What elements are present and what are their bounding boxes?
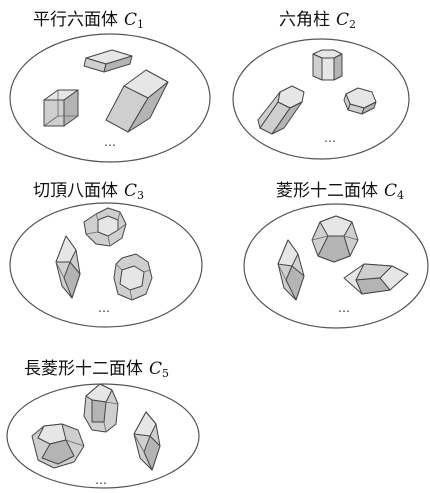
group-1-ellipsis: …: [104, 135, 116, 149]
group-elongated-rhombic-dodecahedron: 長菱形十二面体 C5 …: [6, 359, 200, 489]
group-5-title: 長菱形十二面体 C5: [24, 359, 169, 380]
group-3-name: 切頂八面体: [33, 181, 118, 201]
rhombic-dodecahedron-shape-3: [343, 263, 409, 295]
group-2-index: 2: [349, 18, 356, 31]
truncated-octahedron-shape-3: [113, 253, 153, 301]
group-4-index: 4: [397, 189, 404, 202]
group-5-ellipsis: …: [95, 473, 107, 487]
group-1-title: 平行六面体 C1: [33, 10, 144, 31]
elongated-rhombic-dodecahedron-shape-2: [31, 423, 85, 469]
hexagonal-prism-shape-1: [312, 49, 343, 81]
rhombic-dodecahedron-shape-2: [277, 239, 305, 301]
group-truncated-octahedron: 切頂八面体 C3 …: [9, 181, 203, 328]
parallelepiped-shape-2: [43, 89, 79, 127]
group-3-ellipsis: …: [98, 301, 110, 315]
hexagonal-prism-shape-3: [343, 87, 377, 115]
rhombic-dodecahedron-shape-1: [311, 215, 359, 263]
group-2-boundary: [232, 38, 410, 160]
group-3-boundary: [9, 202, 203, 328]
group-4-boundary: [243, 203, 429, 329]
group-1-symbol: C: [124, 10, 137, 30]
group-1-boundary: [9, 33, 211, 163]
group-hexagonal-prism: 六角柱 C2 …: [232, 10, 410, 160]
group-4-name: 菱形十二面体: [276, 181, 378, 201]
truncated-octahedron-shape-2: [55, 235, 81, 299]
group-2-ellipsis: …: [324, 131, 336, 145]
elongated-rhombic-dodecahedron-shape-3: [133, 411, 161, 471]
group-parallelepiped: 平行六面体 C1 …: [9, 10, 211, 163]
group-2-name: 六角柱: [279, 10, 330, 30]
group-5-boundary: [6, 383, 200, 489]
group-2-title: 六角柱 C2: [279, 10, 356, 31]
group-1-name: 平行六面体: [33, 10, 118, 30]
truncated-octahedron-shape-1: [83, 207, 127, 247]
group-4-ellipsis: …: [338, 301, 350, 315]
group-rhombic-dodecahedron: 菱形十二面体 C4 …: [243, 181, 429, 329]
group-2-symbol: C: [336, 10, 349, 30]
elongated-rhombic-dodecahedron-shape-1: [83, 383, 119, 433]
group-4-title: 菱形十二面体 C4: [276, 181, 404, 202]
group-3-index: 3: [137, 189, 144, 202]
group-5-symbol: C: [149, 359, 162, 379]
group-5-index: 5: [162, 367, 169, 380]
hexagonal-prism-shape-2: [257, 85, 305, 135]
group-5-name: 長菱形十二面体: [24, 359, 143, 379]
group-4-symbol: C: [384, 181, 397, 201]
group-1-index: 1: [137, 18, 144, 31]
parallelepiped-shape-3: [105, 69, 169, 133]
group-3-symbol: C: [124, 181, 137, 201]
parallelepiped-shape-1: [83, 49, 133, 73]
group-3-title: 切頂八面体 C3: [33, 181, 144, 202]
